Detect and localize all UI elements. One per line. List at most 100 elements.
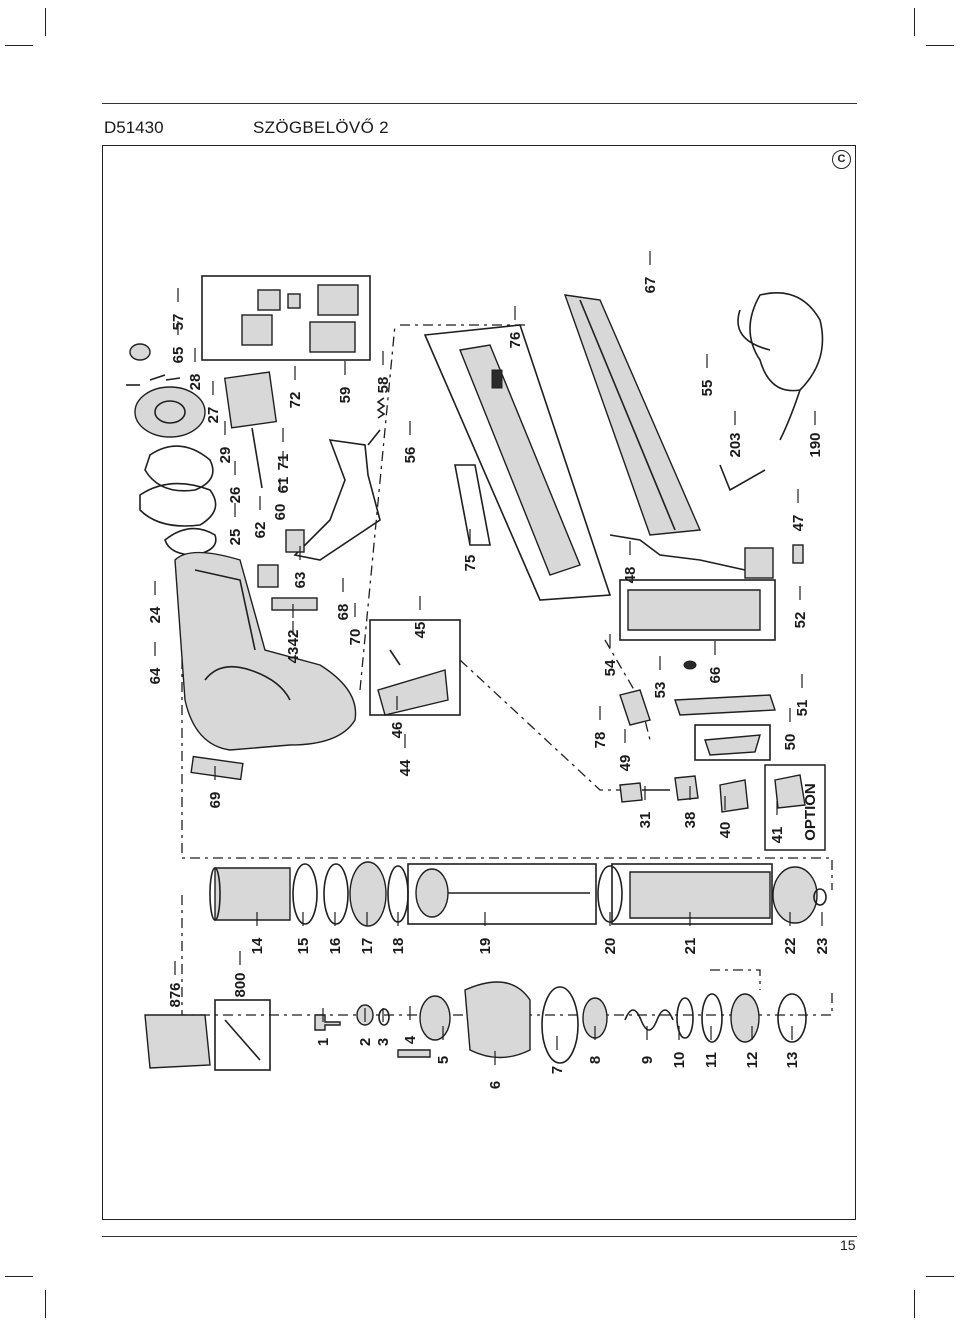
- page-number: 15: [840, 1237, 856, 1253]
- part-number-label: 8: [587, 1056, 604, 1064]
- washer-part: [378, 1008, 390, 1026]
- part-number-label: 75: [462, 555, 479, 572]
- part-number-label: 5: [435, 1056, 452, 1064]
- part-number-label: 203: [727, 432, 744, 457]
- part-number-label: 48: [622, 567, 639, 584]
- bushing-part: [730, 993, 760, 1043]
- pin-part: [251, 427, 263, 489]
- gasket-part: [541, 986, 579, 1064]
- plate-part: [164, 527, 217, 556]
- assembly-guide-line: [710, 969, 761, 990]
- part-number-label: 14: [249, 937, 266, 954]
- contact-trip-box: [369, 619, 461, 716]
- follower-part: [459, 344, 581, 576]
- part-number-label: 66: [707, 667, 724, 684]
- bumper-part: [129, 343, 151, 361]
- part-number-label: 27: [205, 407, 222, 424]
- latch-lever-part: [293, 439, 381, 561]
- part-number-label: 40: [717, 822, 734, 839]
- screw-part: [792, 544, 804, 564]
- kit-box: [214, 999, 271, 1071]
- cap-part: [464, 981, 531, 1059]
- part-number-label: 24: [147, 606, 164, 623]
- part-number-label: 47: [790, 515, 807, 532]
- part-number-label: 64: [147, 667, 164, 684]
- part-number-label: 70: [347, 629, 364, 646]
- part-number-label: 76: [507, 332, 524, 349]
- valve-part: [619, 782, 643, 803]
- part-number-label: 19: [477, 938, 494, 955]
- part-number-label: 2: [357, 1038, 374, 1046]
- plate-part: [454, 464, 491, 546]
- part-number-label: 67: [642, 277, 659, 294]
- part-number-label: 78: [592, 732, 609, 749]
- trigger-box: [694, 724, 771, 761]
- part-number-label: 190: [807, 432, 824, 457]
- plate-part: [223, 371, 278, 429]
- assembly-guide-line: [359, 324, 530, 691]
- part-number-label: 4: [402, 1035, 419, 1044]
- part-number-label: 21: [682, 938, 699, 955]
- selector-part: [674, 775, 699, 801]
- diagram-frame: [102, 145, 856, 1220]
- spring-part: [624, 1009, 674, 1031]
- part-number-label: 55: [699, 380, 716, 397]
- part-number-label: 29: [217, 447, 234, 464]
- part-number-label: 51: [794, 700, 811, 717]
- part-number-label: 876: [167, 982, 184, 1007]
- part-number-label: 15: [295, 938, 312, 955]
- crop-mark: [5, 45, 33, 46]
- cylinder-box: [611, 863, 773, 925]
- crop-mark: [914, 1290, 915, 1318]
- exhaust-cap-part: [134, 386, 206, 438]
- washer-part: [813, 888, 827, 906]
- part-number-label: 22: [782, 938, 799, 955]
- crop-mark: [914, 8, 915, 36]
- cylinder-part: [629, 871, 771, 919]
- assembly-guide-line: [604, 639, 651, 741]
- cylinder-housing-part: [174, 551, 357, 751]
- safety-glasses-part: [749, 291, 824, 392]
- part-number-label: 1: [315, 1038, 332, 1046]
- spring-part: [376, 397, 386, 419]
- part-number-label: 13: [784, 1052, 801, 1069]
- crop-mark: [5, 1276, 33, 1277]
- part-number-label: 28: [187, 374, 204, 391]
- option-box: [764, 764, 826, 851]
- part-number-label: 42: [285, 630, 302, 647]
- part-number-label: 10: [671, 1052, 688, 1069]
- part-number-label: 31: [637, 812, 654, 829]
- cylinder-cap-part: [214, 867, 291, 921]
- part-number-label: 26: [227, 487, 244, 504]
- part-number-label: 46: [389, 722, 406, 739]
- selector-switch-part: [719, 779, 749, 813]
- part-number-label: 62: [252, 522, 269, 539]
- magazine-block-box: [619, 579, 776, 641]
- crop-mark: [45, 8, 46, 36]
- part-number-label: 60: [272, 504, 289, 521]
- part-number-label: 56: [402, 447, 419, 464]
- hex-key-part: [719, 464, 766, 492]
- screw-part: [314, 1014, 341, 1031]
- copyright-icon: C: [832, 150, 851, 169]
- part-number-label: 59: [337, 387, 354, 404]
- o-ring-part: [701, 993, 723, 1043]
- part-number-label: 18: [390, 938, 407, 955]
- crop-mark: [45, 1290, 46, 1318]
- box-876-part: [144, 1014, 211, 1069]
- part-number-label: 20: [602, 938, 619, 955]
- part-number-label: 53: [652, 682, 669, 699]
- part-number-label: 69: [207, 792, 224, 809]
- footer-rule: [102, 1236, 857, 1237]
- piston-part: [415, 868, 449, 918]
- o-ring-part: [292, 863, 318, 925]
- part-number-label: 38: [682, 812, 699, 829]
- part-number-label: 41: [769, 827, 786, 844]
- crop-mark: [926, 1276, 954, 1277]
- lever-part: [674, 694, 776, 716]
- part-number-label: 11: [703, 1052, 720, 1068]
- label-part: [190, 755, 244, 781]
- assembly-guide-line: [459, 659, 640, 791]
- bumper-part: [777, 993, 807, 1043]
